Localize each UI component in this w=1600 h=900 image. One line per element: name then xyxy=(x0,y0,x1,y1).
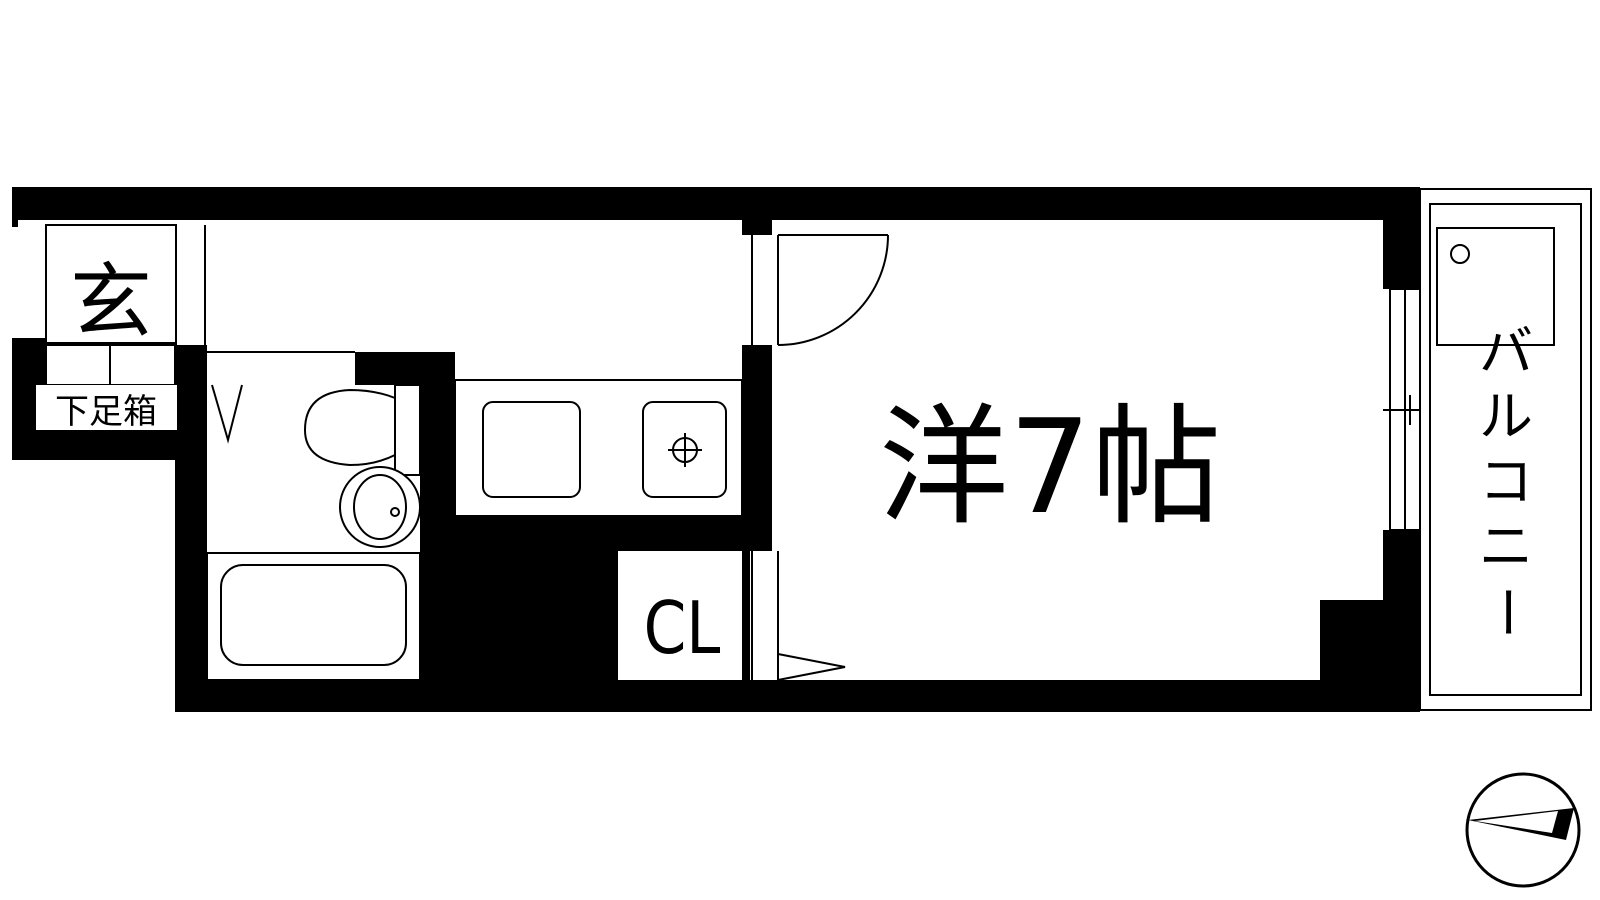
sink-icon xyxy=(482,401,581,498)
doors xyxy=(751,234,889,681)
compass-icon xyxy=(1465,772,1581,888)
drain-icon xyxy=(1450,244,1470,264)
toilet-icon xyxy=(303,384,421,476)
balcony-char: ル xyxy=(1479,385,1533,448)
closet: CL xyxy=(618,551,742,680)
balcony xyxy=(1419,188,1592,711)
walls xyxy=(12,187,1420,712)
shoes-box-label: 下足箱 xyxy=(55,392,157,432)
balcony-window xyxy=(1383,288,1440,531)
balcony-char: ー xyxy=(1475,585,1538,639)
balcony-char: コ xyxy=(1479,450,1533,513)
bathroom xyxy=(206,552,421,681)
western-room-label: 洋7帖 xyxy=(879,391,1222,543)
balcony-label: バ ル コ ニ ー xyxy=(1475,320,1538,639)
genkan: 玄 xyxy=(45,224,206,350)
shoes-box: 下足箱 xyxy=(36,344,177,432)
genkan-label: 玄 xyxy=(70,255,152,350)
western-room: 洋7帖 xyxy=(879,391,1222,543)
balcony-char: ニ xyxy=(1479,515,1533,578)
closet-label: CL xyxy=(644,586,721,670)
bathtub-icon xyxy=(220,564,407,666)
kitchen xyxy=(454,379,743,517)
balcony-char: バ xyxy=(1479,320,1533,383)
washbasin-icon xyxy=(339,466,421,548)
